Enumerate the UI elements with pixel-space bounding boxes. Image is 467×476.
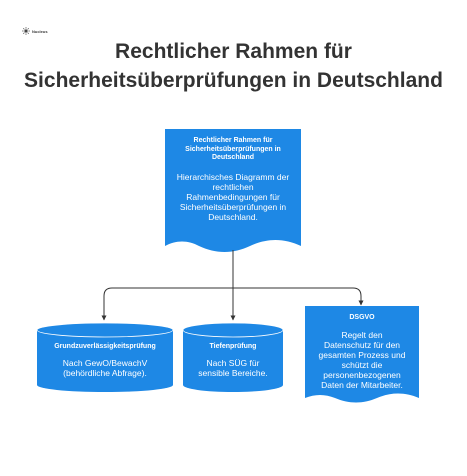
tiefenpruefung-node-title: Tiefenprüfung xyxy=(209,343,257,350)
grundzuverlaessigkeit-node-shape xyxy=(36,322,174,392)
dsgvo-node-body: Regelt den Datenschutz für den gesamten … xyxy=(318,330,406,390)
root-node-body: Hierarchisches Diagramm der rechtlichen … xyxy=(176,171,290,222)
root-node-shape xyxy=(165,129,301,252)
connector-to-dsgvo xyxy=(233,287,364,306)
tiefenpruefung-node-shape xyxy=(182,322,284,392)
grundzuverlaessigkeit-node: Grundzuverlässigkeitsprüfung Nach GewO/B… xyxy=(39,342,171,378)
logo-icon xyxy=(22,27,30,35)
page-title-line-1: Rechtlicher Rahmen für xyxy=(115,40,352,63)
grundzuverlaessigkeit-node-body: Nach GewO/BewachV (behördliche Abfrage). xyxy=(62,358,148,378)
logo-text: Nucleus xyxy=(32,28,48,34)
root-node: Rechtlicher Rahmen für Sicherheitsüberpr… xyxy=(167,137,299,222)
grundzuverlaessigkeit-node-title: Grundzuverlässigkeitsprüfung xyxy=(54,343,156,350)
root-node-title: Rechtlicher Rahmen für Sicherheitsüberpr… xyxy=(185,137,281,161)
tiefenpruefung-node-body: Nach SÜG für sensible Bereiche. xyxy=(198,358,268,378)
dsgvo-node-title: DSGVO xyxy=(349,314,375,321)
tiefenpruefung-node: Tiefenprüfung Nach SÜG für sensible Bere… xyxy=(185,342,281,378)
connector-to-grundzuverlaessigkeit xyxy=(101,287,233,321)
dsgvo-node: DSGVO Regelt den Datenschutz für den ges… xyxy=(307,313,417,390)
dsgvo-node-shape xyxy=(305,306,419,403)
page-title: Rechtlicher Rahmen für Sicherheitsüberpr… xyxy=(0,37,467,95)
logo: Nucleus xyxy=(22,27,48,35)
page-title-line-2: Sicherheitsüberprüfungen in Deutschland xyxy=(24,69,443,92)
